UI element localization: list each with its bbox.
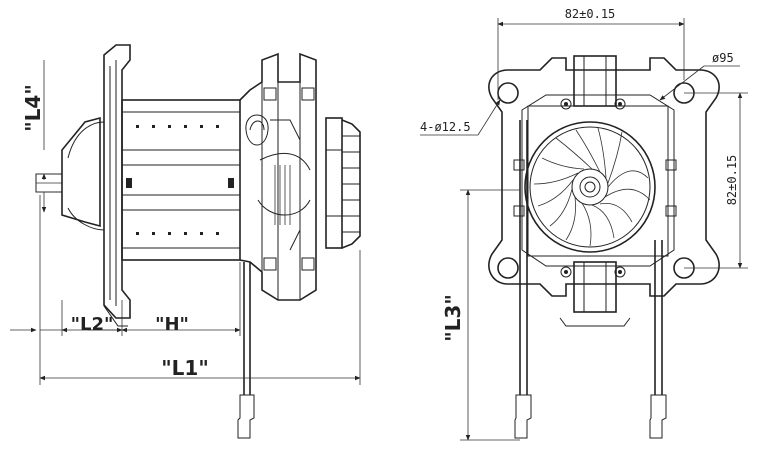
left-dimensions (10, 60, 361, 385)
hole-tl (497, 82, 519, 104)
dim-holes: 4-ø12.5 (420, 120, 471, 134)
label-l4: "L4" (21, 84, 45, 132)
hole-bl (497, 257, 519, 279)
mounting-plate (488, 57, 720, 297)
label-l1: "L1" (161, 356, 209, 380)
dim-height-82: 82±0.15 (725, 155, 739, 206)
dim-width-82: 82±0.15 (565, 7, 616, 21)
stator (121, 99, 241, 261)
rear-fan (325, 117, 343, 249)
front-cap (61, 116, 101, 228)
dim-diameter-95: ø95 (712, 51, 734, 65)
lead-terminal-left (514, 394, 532, 439)
top-brush (573, 55, 617, 107)
fan-hub (579, 176, 601, 198)
front-view (488, 55, 720, 439)
lead-terminal (237, 394, 255, 439)
label-l3: "L3" (441, 294, 465, 342)
front-flange (103, 44, 131, 319)
label-l2: "L2" (71, 314, 114, 335)
fan-blades (533, 127, 651, 247)
bottom-brush (573, 261, 617, 313)
lead-terminal-right (649, 394, 667, 439)
fan (524, 121, 656, 253)
side-view (35, 44, 361, 439)
right-dimensions (420, 18, 748, 441)
label-h: "H" (155, 314, 189, 335)
